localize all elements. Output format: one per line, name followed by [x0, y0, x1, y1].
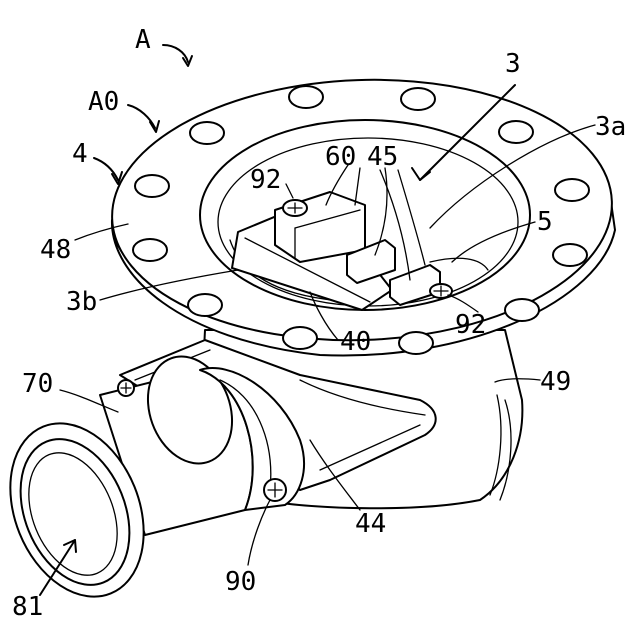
label-3: 3 [505, 49, 521, 79]
label-3a: 3a [595, 112, 626, 142]
label-60: 60 [325, 142, 356, 172]
label-92-lower: 92 [455, 310, 486, 340]
label-4: 4 [72, 139, 88, 169]
label-a: A [135, 25, 151, 55]
label-49: 49 [540, 367, 571, 397]
label-81: 81 [12, 592, 43, 622]
label-40: 40 [340, 327, 371, 357]
label-92-upper: 92 [250, 165, 281, 195]
label-44: 44 [355, 509, 386, 539]
label-3b: 3b [66, 287, 97, 317]
label-90: 90 [225, 567, 256, 597]
screw-92-upper [283, 200, 307, 216]
label-48: 48 [40, 235, 71, 265]
label-5: 5 [537, 207, 553, 237]
screw-90-lower [264, 479, 286, 501]
label-a0: A0 [88, 87, 119, 117]
screw-90-upper [118, 380, 134, 396]
label-70: 70 [22, 369, 53, 399]
label-45: 45 [367, 142, 398, 172]
